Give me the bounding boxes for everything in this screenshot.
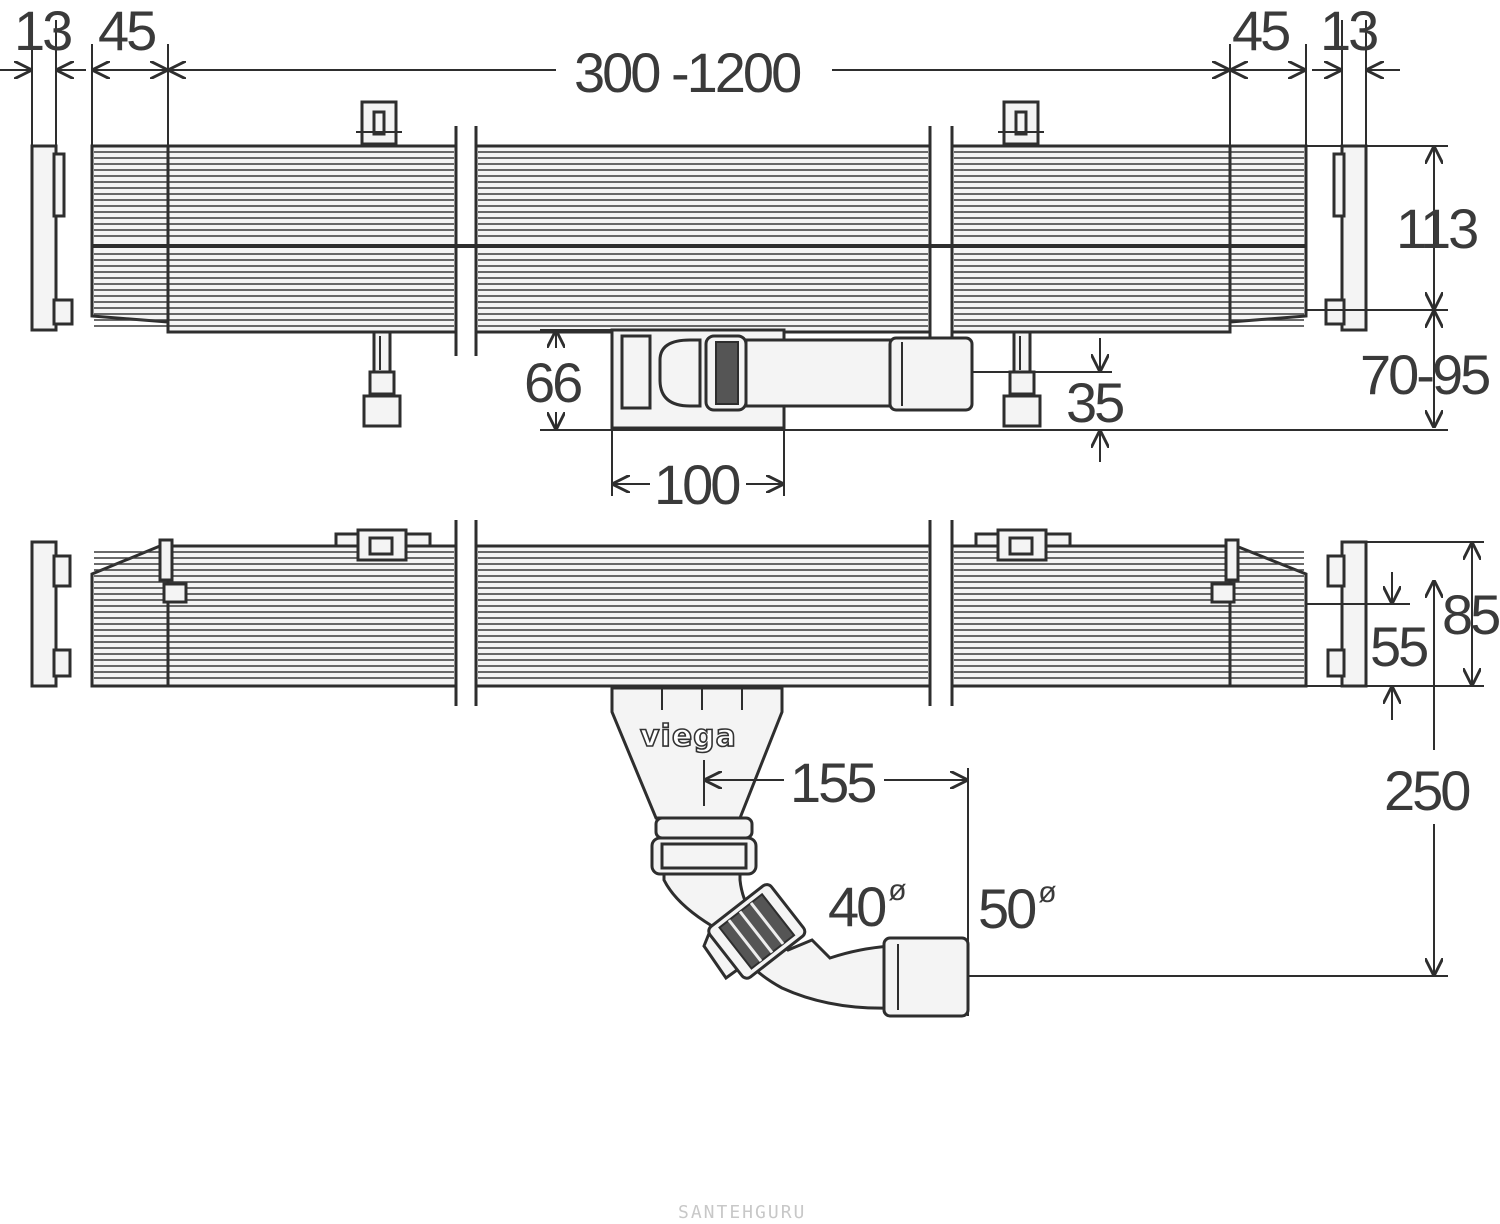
dim-offset-left: 45 [98, 0, 155, 62]
dim-adjust-range: 70-95 [1360, 343, 1489, 406]
dim-height-bottom: 85 [1442, 583, 1499, 646]
dim-offset-right: 45 [1232, 0, 1289, 62]
mounting-clip-left [356, 100, 402, 146]
horizontal-outlet-siphon [610, 328, 974, 430]
vertical-outlet-funnel: viega [610, 686, 784, 876]
dim-diameter-inner-value: 40 [828, 875, 885, 938]
dim-inner-height: 55 [1370, 615, 1427, 678]
top-elevation-view [30, 100, 1368, 430]
right-end-cap-bottom [1326, 540, 1368, 688]
dim-diameter-outer-value: 50 [978, 877, 1035, 940]
dimension-lines [0, 20, 1484, 1016]
dim-horizontal-offset: 155 [790, 751, 875, 814]
dim-outlet-width: 100 [654, 453, 739, 516]
adjustable-foot-right [1002, 330, 1042, 428]
dim-end-cap-left: 13 [14, 0, 71, 62]
watermark: SANTEHGURU [678, 1202, 806, 1223]
elbow-outlet-pipe [662, 872, 970, 1018]
brand-logo: viega [640, 719, 737, 754]
adjustable-foot-left [362, 330, 402, 428]
dimension-labels: 13 45 300 -1200 45 13 113 70-95 66 35 10… [14, 0, 1500, 1223]
mounting-clip-right [998, 100, 1044, 146]
dim-outlet-height: 66 [524, 351, 581, 414]
left-end-cap-bottom [30, 540, 72, 688]
dim-outlet-offset: 35 [1066, 371, 1123, 434]
channel-body-top [90, 126, 1308, 356]
bottom-elevation-view: viega [30, 520, 1368, 1018]
dim-drop-height: 250 [1384, 759, 1469, 822]
dim-length-range: 300 -1200 [574, 41, 800, 104]
dim-height-top: 113 [1396, 197, 1477, 260]
diameter-symbol-inner: ø [888, 874, 906, 907]
diameter-symbol-outer: ø [1038, 876, 1056, 909]
dim-end-cap-right: 13 [1320, 0, 1377, 62]
right-end-cap-top [1324, 144, 1368, 332]
left-end-cap-top [30, 144, 74, 332]
channel-body-bottom [90, 520, 1308, 706]
